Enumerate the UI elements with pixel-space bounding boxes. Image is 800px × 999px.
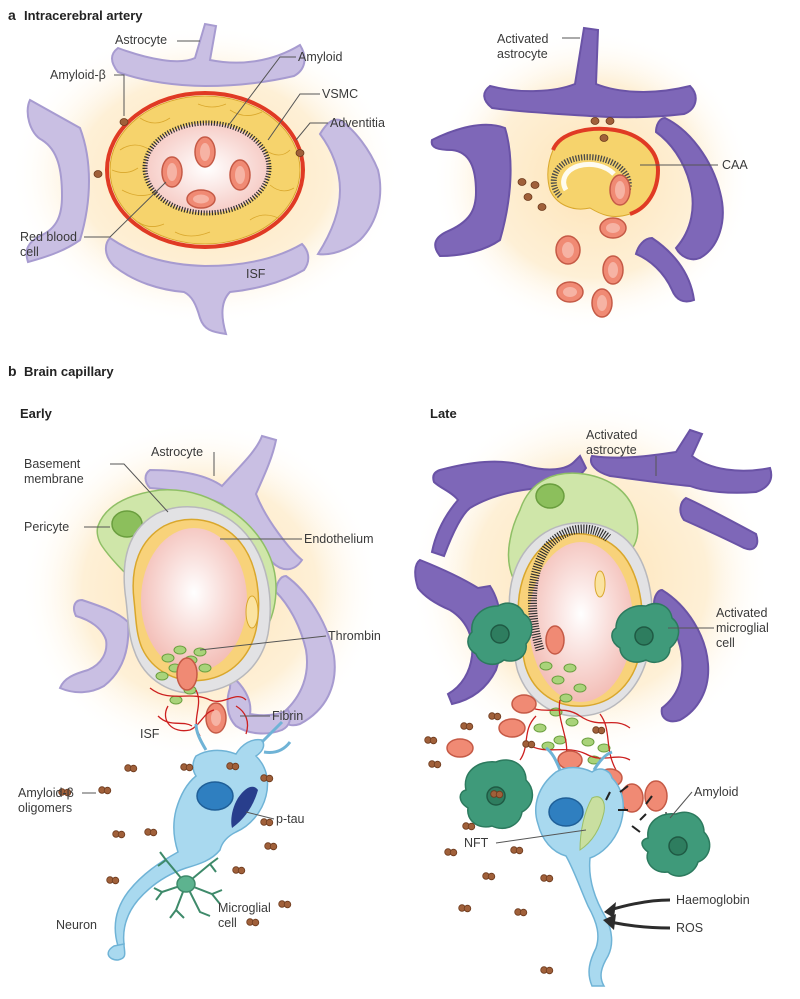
activated-astrocyte-top — [483, 26, 697, 119]
activated-astrocyte-bottom — [634, 236, 696, 303]
early-neuron — [107, 720, 292, 961]
late-capillary — [410, 400, 773, 877]
early-astrocyte-lower — [226, 678, 291, 735]
p-tau-aggregate — [231, 786, 258, 828]
label-late-microglia-2: microglial — [716, 621, 769, 635]
early-capillary — [20, 420, 380, 760]
endothelial-nucleus — [245, 595, 259, 629]
panel-a-left-labels: Astrocyte Amyloid Amyloid-β VSMC Adventi… — [20, 33, 385, 281]
label-oligomers-2: oligomers — [18, 801, 72, 815]
label-nft: NFT — [464, 836, 489, 850]
label-endothelium: Endothelium — [304, 532, 374, 546]
label-microglia-2: cell — [218, 916, 237, 930]
activated-astrocyte-right — [654, 116, 724, 261]
astrocyte-left — [25, 98, 90, 264]
label-thrombin: Thrombin — [328, 629, 381, 643]
microglial-processes — [153, 851, 223, 919]
label-amyloid-beta: Amyloid-β — [50, 68, 106, 82]
label-rbc-line1: Red blood — [20, 230, 77, 244]
panel-b-title: Brain capillary — [24, 364, 114, 379]
late-amyloid-fragments — [605, 785, 653, 833]
panel-a-title: Intracerebral artery — [24, 8, 143, 23]
label-amyloid: Amyloid — [298, 50, 343, 64]
nft-tangle — [579, 796, 605, 851]
amyloid-beta-particles — [93, 118, 305, 178]
late-astrocyte-top — [590, 428, 773, 494]
late-labels: Activated astrocyte Activated microglial… — [464, 428, 769, 935]
label-late-amyloid: Amyloid — [694, 785, 739, 799]
astrocyte-bottom — [104, 236, 310, 336]
late-capillary-amyloid — [528, 524, 611, 652]
adventitia-layer — [105, 91, 305, 249]
late-lumen — [529, 542, 633, 702]
late-astrocyte-left — [414, 558, 503, 706]
label-late-microglia-3: cell — [716, 636, 735, 650]
label-astrocyte: Astrocyte — [115, 33, 167, 47]
label-adventitia: Adventitia — [330, 116, 385, 130]
label-early-astrocyte: Astrocyte — [151, 445, 203, 459]
microglial-cell — [176, 875, 196, 893]
early-astrocyte-left — [58, 598, 130, 694]
caa-artery — [430, 26, 752, 330]
late-neuron — [459, 746, 711, 987]
label-basement-1: Basement — [24, 457, 81, 471]
label-ros: ROS — [676, 921, 703, 935]
early-labels: Astrocyte Basement membrane Pericyte End… — [18, 445, 381, 932]
late-heading: Late — [430, 406, 457, 421]
label-neuron: Neuron — [56, 918, 97, 932]
panel-a-right-labels: Activated astrocyte CAA — [497, 32, 748, 172]
late-fibrin — [519, 699, 631, 771]
healthy-artery — [10, 22, 400, 336]
label-rbc-line2: cell — [20, 245, 39, 259]
label-late-astrocyte-2: astrocyte — [586, 443, 637, 457]
label-vsmc: VSMC — [322, 87, 358, 101]
early-lumen — [141, 528, 247, 672]
panel-b-letter: b — [8, 363, 17, 379]
early-rbc-exiting — [176, 657, 198, 691]
label-fibrin: Fibrin — [272, 709, 303, 723]
label-caa: CAA — [722, 158, 748, 172]
haemoglobin-arrow — [609, 898, 671, 912]
activated-astrocyte-left — [430, 123, 512, 258]
panel-a-letter: a — [8, 7, 16, 23]
label-early-isf: ISF — [140, 727, 160, 741]
late-neuron-nucleus — [548, 797, 584, 827]
early-heading: Early — [20, 406, 53, 421]
late-endothelial-nucleus — [594, 570, 606, 598]
neuron-nucleus — [196, 781, 234, 811]
amyloid-beta-particles-right — [517, 117, 615, 211]
label-pericyte: Pericyte — [24, 520, 69, 534]
label-late-microglia-1: Activated — [716, 606, 767, 620]
label-p-tau: p-tau — [276, 812, 305, 826]
red-blood-cells — [161, 136, 251, 209]
extravasated-red-blood-cells — [555, 174, 631, 318]
late-pericyte-nucleus — [535, 483, 565, 509]
label-haemoglobin: Haemoglobin — [676, 893, 750, 907]
amyloid-deposit — [142, 120, 272, 216]
label-late-astrocyte-1: Activated — [586, 428, 637, 442]
label-activated-astrocyte-a-2: astrocyte — [497, 47, 548, 61]
label-oligomers-1: Amyloid-β — [18, 786, 74, 800]
astrocyte-right — [316, 118, 382, 256]
adventitia-remnant — [551, 126, 661, 216]
label-basement-2: membrane — [24, 472, 84, 486]
label-isf: ISF — [246, 267, 266, 281]
late-thrombin — [533, 661, 611, 765]
label-activated-astrocyte-a-1: Activated — [497, 32, 548, 46]
astrocyte-top — [111, 22, 306, 88]
ros-arrow — [609, 920, 671, 930]
label-microglia-1: Microglial — [218, 901, 271, 915]
late-astrocyte-upper-right — [679, 496, 759, 551]
